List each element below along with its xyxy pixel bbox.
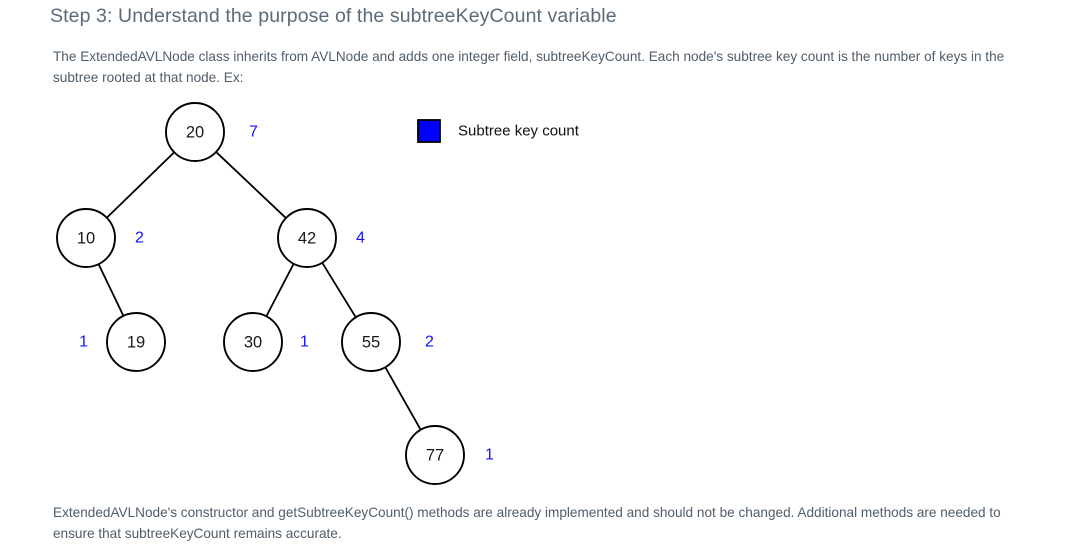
tree-edge-55-77	[384, 366, 422, 431]
tree-node-77: 77 1	[405, 425, 494, 485]
subtree-key-count-42: 4	[356, 230, 365, 247]
node-key-20: 20	[186, 124, 204, 142]
subtree-key-count-20: 7	[249, 124, 258, 141]
node-circle-77	[405, 425, 465, 485]
tree-edge-42-55	[321, 262, 357, 318]
tree-edge-20-10	[106, 151, 175, 219]
subtree-key-count-77: 1	[485, 447, 494, 464]
legend-label: Subtree key count	[458, 123, 580, 140]
node-key-42: 42	[298, 230, 316, 248]
node-circle-19	[106, 312, 166, 372]
node-key-30: 30	[244, 334, 262, 352]
intro-paragraph: The ExtendedAVLNode class inherits from …	[53, 49, 1005, 85]
tree-svg: 20 7 10 2 42 4 19 1 30 1 55 2 77 1 Subtree key count	[56, 102, 580, 485]
tree-node-19: 19 1	[79, 312, 166, 372]
tree-node-42: 42 4	[277, 208, 365, 268]
subtree-key-count-30: 1	[300, 334, 309, 351]
node-key-55: 55	[362, 334, 380, 352]
tree-node-30: 30 1	[223, 312, 309, 372]
node-circle-10	[56, 208, 116, 268]
node-circle-30	[223, 312, 283, 372]
tree-edge-42-30	[265, 263, 295, 317]
node-key-10: 10	[77, 230, 95, 248]
node-circle-42	[277, 208, 337, 268]
tree-node-10: 10 2	[56, 208, 144, 268]
legend-swatch-icon	[417, 119, 441, 143]
tree-edges	[97, 151, 422, 431]
node-key-77: 77	[426, 447, 444, 465]
outro-paragraph: ExtendedAVLNode's constructor and getSub…	[53, 505, 1001, 541]
page-title: Step 3: Understand the purpose of the su…	[50, 5, 617, 27]
subtree-key-count-55: 2	[425, 334, 434, 351]
subtree-key-count-19: 1	[79, 334, 88, 351]
node-circle-55	[341, 312, 401, 372]
legend: Subtree key count	[417, 119, 580, 143]
tree-nodes: 20 7 10 2 42 4 19 1 30 1 55 2 77 1	[56, 102, 494, 485]
tree-node-20: 20 7	[165, 102, 258, 162]
tree-edge-20-42	[215, 151, 287, 219]
tree-edge-10-19	[97, 263, 125, 317]
subtree-key-count-10: 2	[135, 230, 144, 247]
node-key-19: 19	[127, 334, 145, 352]
tree-node-55: 55 2	[341, 312, 434, 372]
tree-diagram: 20 7 10 2 42 4 19 1 30 1 55 2 77 1 Subtree key count	[0, 96, 1081, 496]
node-circle-20	[165, 102, 225, 162]
